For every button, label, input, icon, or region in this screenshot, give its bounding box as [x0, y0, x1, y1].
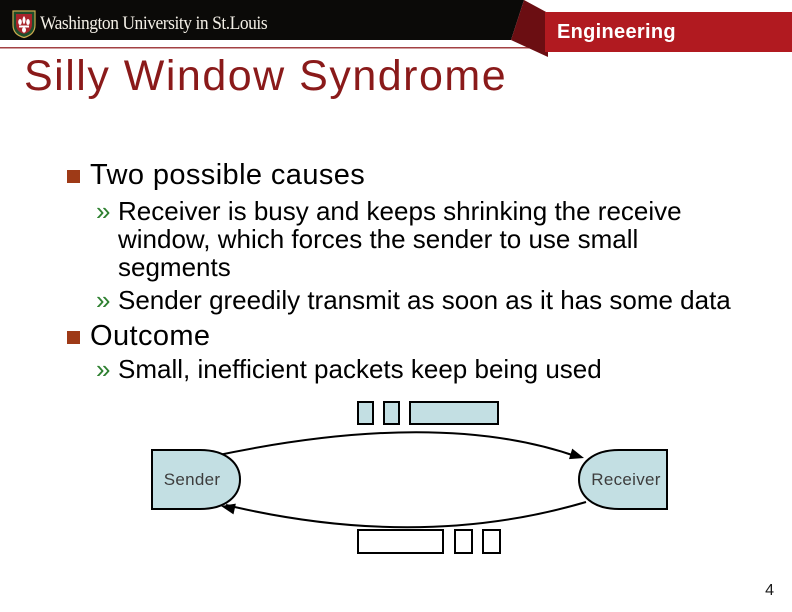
- double-chevron-bullet-icon: »: [96, 354, 111, 384]
- banner-black-bar: [0, 0, 524, 40]
- bottom-packet-large-icon: [357, 529, 444, 554]
- bottom-packet-small-1-icon: [454, 529, 473, 554]
- arrow-receiver-to-sender: [225, 501, 587, 529]
- arrowhead-right-icon: [569, 448, 584, 460]
- sub-bullet-small-packets: » Small, inefficient packets keep being …: [96, 355, 756, 383]
- sub-bullet-line: segments: [118, 252, 231, 282]
- university-wordmark: Washington University in St.Louis: [40, 13, 268, 34]
- arrow-sender-to-receiver: [213, 431, 579, 458]
- banner-pinstripe: [0, 47, 545, 49]
- banner-fold: [511, 0, 548, 57]
- arrowhead-left-icon: [221, 503, 236, 515]
- top-packet-small-2-icon: [383, 401, 400, 425]
- page-number: 4: [765, 582, 774, 599]
- bullet-square-icon: [67, 331, 80, 344]
- bottom-packet-small-2-icon: [482, 529, 501, 554]
- sub-bullet-list-outcome: » Small, inefficient packets keep being …: [96, 355, 756, 383]
- sub-bullet-line: Sender greedily transmit as soon as it h…: [118, 285, 731, 315]
- sub-bullet-line: window, which forces the sender to use s…: [118, 224, 639, 254]
- top-packet-small-1-icon: [357, 401, 374, 425]
- university-crest-icon: [12, 10, 36, 39]
- slide-title: Silly Window Syndrome: [24, 52, 508, 100]
- sender-shape: [151, 449, 242, 510]
- sub-bullet-list-causes: » Receiver is busy and keeps shrinking t…: [96, 197, 756, 314]
- bullet-label-outcome: Outcome: [90, 320, 211, 352]
- sub-bullet-sender-greedy: » Sender greedily transmit as soon as it…: [96, 286, 756, 314]
- sender-label: Sender: [163, 470, 221, 489]
- sub-bullet-line: Receiver is busy and keeps shrinking the…: [118, 196, 682, 226]
- sub-bullet-receiver-busy: » Receiver is busy and keeps shrinking t…: [96, 197, 756, 281]
- banner-red-band: [545, 12, 792, 52]
- receiver-shape: [577, 449, 668, 510]
- double-chevron-bullet-icon: »: [96, 285, 111, 315]
- receiver-label: Receiver: [591, 470, 661, 489]
- bullet-square-icon: [67, 170, 80, 183]
- top-packet-large-icon: [409, 401, 499, 425]
- engineering-banner-label: Engineering: [557, 21, 676, 43]
- bullet-label-two-causes: Two possible causes: [90, 159, 366, 191]
- sub-bullet-line: Small, inefficient packets keep being us…: [118, 354, 602, 384]
- banner: [0, 0, 792, 57]
- silly-window-diagram: [151, 401, 668, 554]
- double-chevron-bullet-icon: »: [96, 196, 111, 226]
